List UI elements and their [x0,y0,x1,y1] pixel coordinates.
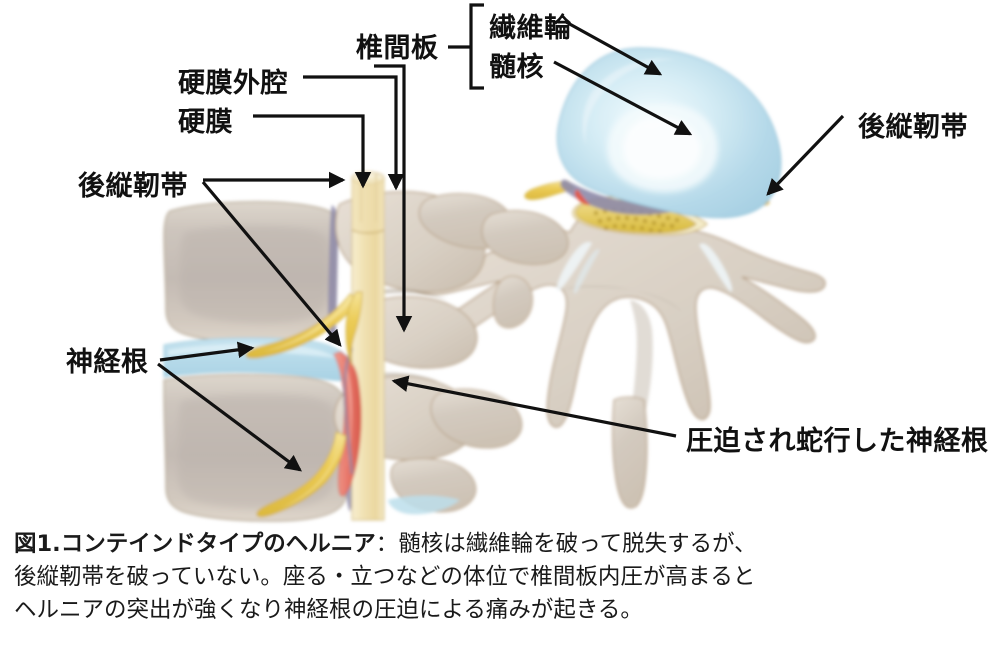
label-annulus: 繊維輪 [489,13,572,44]
figure-caption: 図1.コンテインドタイプのヘルニア：髄核は繊維輪を破って脱失するが、 後縦靭帯を… [14,528,989,627]
dural-sac-upper-segment [352,178,384,230]
caption-title: 図1.コンテインドタイプのヘルニア [14,531,376,557]
nucleus-leader [553,60,693,136]
nerve-root-leader-b [157,362,303,472]
lower-body-cancellous [178,393,336,510]
spinous-shade [630,300,653,420]
caption-line-3: ヘルニアの突出が強くなり神経根の圧迫による痛みが起きる。 [14,597,643,623]
spinous-process-lower [430,388,523,449]
dura-compressed-edge [343,347,354,475]
label-pll-right: 後縦靭帯 [858,112,968,143]
caption-colon: ： [375,531,399,557]
lateral-bone-fragment [492,275,533,329]
label-compressed-nerve-root: 圧迫され蛇行した神経根 [686,426,989,457]
caption-line-1-rest: 髄核は繊維輪を破って脱失するが、 [398,531,757,557]
label-epidural-space: 硬膜外腔 [178,68,288,99]
facet-joint-line [366,288,448,300]
facet-left [556,241,592,291]
annulus-leader [565,20,663,76]
nerve-root-leader-a [159,341,255,362]
spinous-process-upper [481,210,569,265]
caption-line-2: 後縦靭帯を破っていない。座る・立つなどの体位で椎間板内圧が高まると [14,564,756,590]
dural-sac-segment-line [351,229,385,234]
epidural-space-leader [303,75,405,191]
pll-upper-sagittal [328,205,338,342]
label-nerve-root: 神経根 [66,347,149,378]
next-level-disc [388,495,460,515]
nerve-root-descending-upper [345,291,363,367]
facet-right [699,243,733,292]
compressed-nerve-root-leader [391,375,677,438]
dura-leader [253,114,372,189]
disc-bracket [469,3,484,90]
annulus-tear-axial [574,189,590,206]
pll-left-leader-b [201,180,342,347]
label-disc: 椎間板 [356,33,439,64]
label-dura: 硬膜 [178,107,233,138]
facet-left-inner [573,249,600,294]
nerve-root-descending [256,431,347,518]
upper-body-cancellous [180,225,330,324]
disc-leader [374,64,413,333]
label-nucleus: 髄核 [489,52,544,83]
pll-right-leader [766,114,845,196]
caption-line-1: 図1.コンテインドタイプのヘルニア：髄核は繊維輪を破って脱失するが、 [14,528,989,561]
leader-lines [157,3,845,472]
annulus-rim-highlight [582,58,678,147]
label-pll-left: 後縦靭帯 [78,171,188,202]
